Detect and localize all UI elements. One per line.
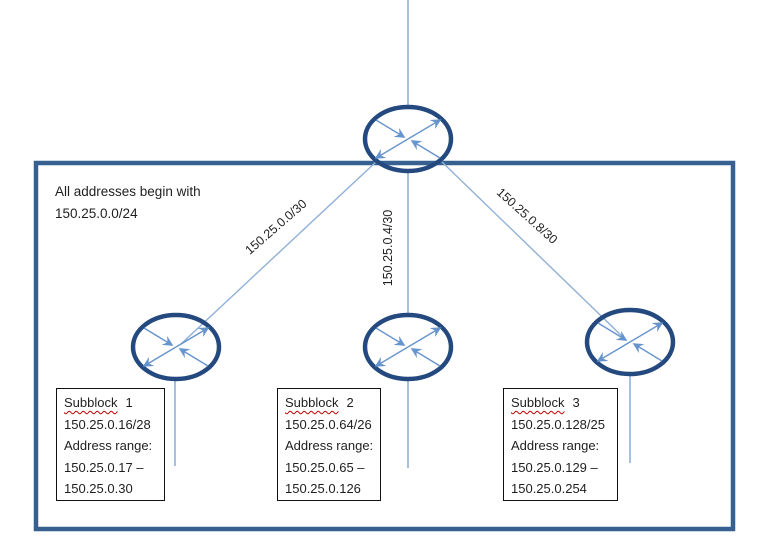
subblock-range-from: 150.25.0.17 – (64, 459, 144, 475)
note-line-1: All addresses begin with (55, 184, 201, 199)
link-label-subnet2: 150.25.0.4/30 (381, 209, 395, 287)
subblock-cidr: 150.25.0.128/25 (511, 416, 605, 432)
subblock-range-from: 150.25.0.65 – (285, 459, 365, 475)
subblock-range-to: 150.25.0.30 (64, 481, 133, 496)
subblock-cidr: 150.25.0.16/28 (64, 416, 151, 432)
subblock-range-label: Address range: (285, 438, 374, 453)
network-boundary-frame (33, 160, 736, 532)
subblock-cidr: 150.25.0.64/26 (285, 416, 372, 432)
address-scope-note: All addresses begin with 150.25.0.0/24 (55, 181, 201, 225)
router-icon-subnet2 (365, 315, 451, 379)
subblock-range-from: 150.25.0.129 – (511, 459, 598, 475)
subblock-range-label: Address range: (64, 438, 153, 453)
router-icon-subnet1 (133, 315, 219, 379)
subblock-range-to: 150.25.0.126 (285, 481, 361, 496)
note-line-2: 150.25.0.0/24 (55, 206, 138, 221)
link-line-subnet1 (180, 160, 378, 345)
subblock-range-label: Address range: (511, 438, 600, 453)
router-icon-subnet3 (587, 310, 673, 374)
link-line-subnet3 (440, 160, 627, 341)
subblock-range-to: 150.25.0.254 (511, 481, 587, 496)
